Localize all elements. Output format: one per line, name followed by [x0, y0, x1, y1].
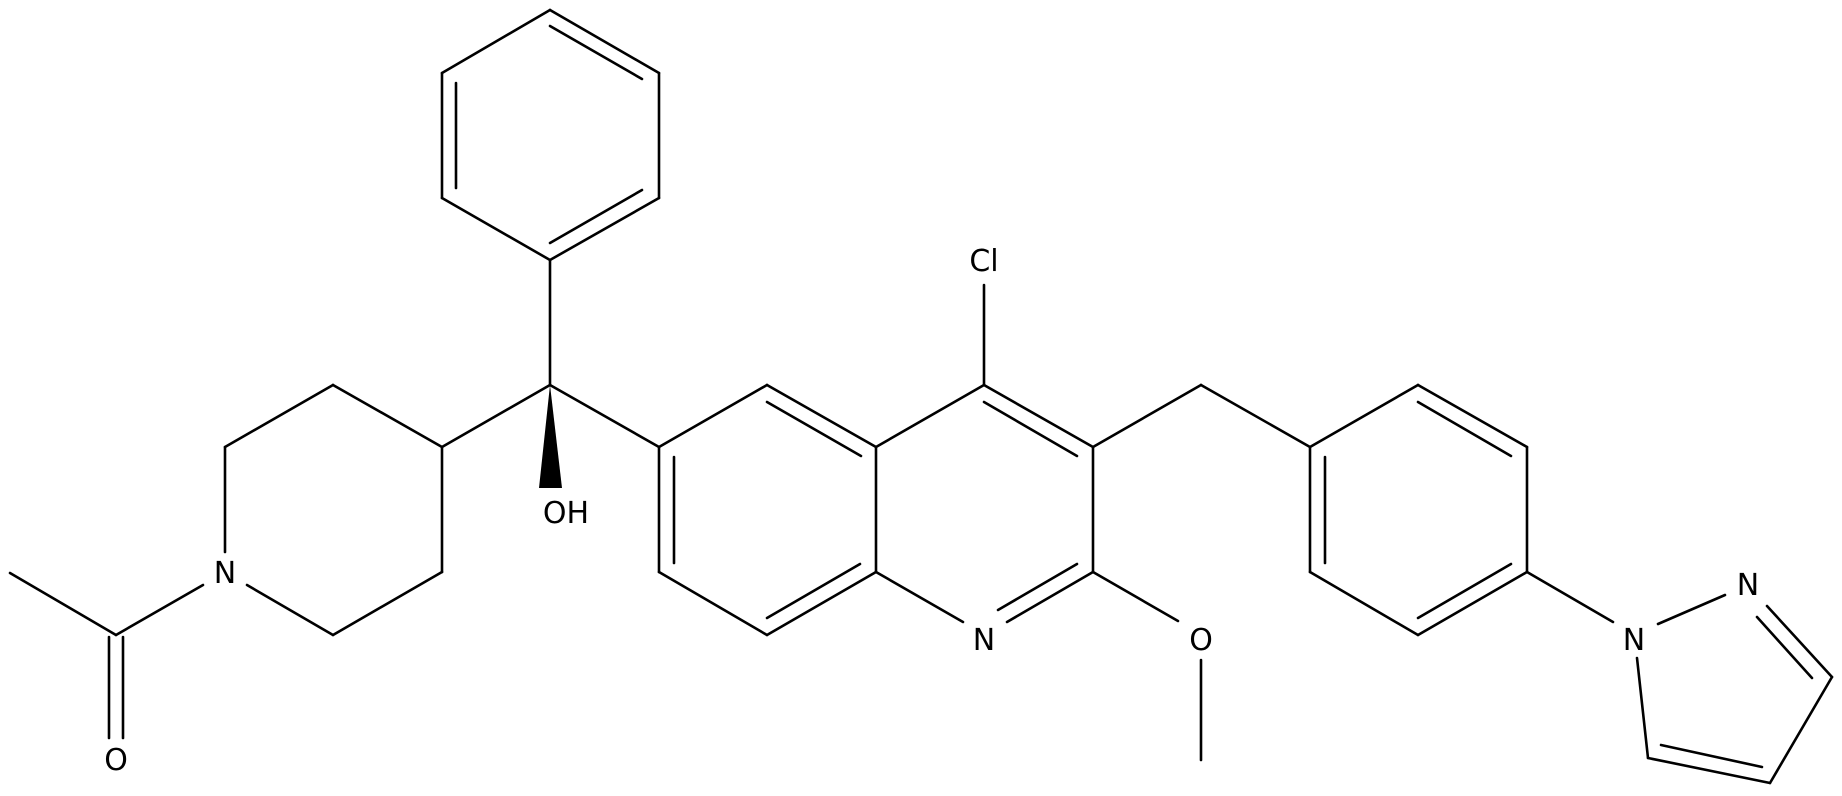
bond-pip-c6-n — [245, 583, 335, 637]
bond-ar-inner-a — [1416, 400, 1513, 458]
bond-q-c5-c4a — [765, 383, 878, 449]
bond-q-n1-c8a — [874, 570, 965, 624]
bond-pip-c3-c4 — [331, 383, 444, 449]
atom-n1-pyrazole: N — [1623, 623, 1645, 658]
bond-ph-1-2 — [440, 196, 552, 262]
bond-pz-c3-inner — [1755, 615, 1814, 680]
bond-q-inner-a — [765, 400, 863, 458]
atom-o-methoxy: O — [1189, 623, 1213, 658]
bond-q-c2-n1 — [1005, 570, 1095, 624]
bond-ph-6-1 — [548, 196, 661, 262]
bond-q-c4a-c4 — [874, 383, 986, 449]
bond-pz-n1-n2 — [1656, 593, 1727, 626]
bond-ph-inner-b — [548, 24, 644, 81]
bond-acetyl-methyl — [8, 571, 118, 637]
bond-q-inner-d — [982, 400, 1079, 458]
bond-acetyl-to-n — [114, 583, 205, 637]
bond-ar-1-2 — [1308, 383, 1420, 449]
bond-ar-4-5 — [1416, 570, 1529, 637]
wedge-bond-hydroxyl — [539, 385, 562, 488]
bond-q-c8-c7 — [657, 570, 769, 637]
bond-ar-2-3 — [1416, 383, 1529, 449]
atom-cl: Cl — [969, 244, 998, 279]
bond-pz-n2-c3 — [1765, 604, 1834, 679]
atom-o-carbonyl: O — [104, 743, 128, 778]
bond-q-c8a-c8 — [765, 570, 878, 637]
bond-q-inner-e — [996, 562, 1079, 612]
bond-ar-to-pyrazole — [1525, 570, 1615, 624]
bond-c3-ch2 — [1091, 383, 1203, 449]
bond-ph-4-5 — [548, 8, 661, 75]
bond-pz-c4-c5 — [1646, 756, 1772, 785]
bond-pz-c5-n1 — [1635, 656, 1650, 760]
bond-pip-c2-c3 — [223, 383, 335, 449]
bond-q-inner-b — [765, 562, 862, 620]
bond-ph-3-4 — [440, 8, 552, 75]
bond-pip-to-carbinol — [440, 383, 552, 449]
atom-n2-pyrazole: N — [1737, 568, 1759, 603]
atom-n-piperidine: N — [214, 556, 236, 591]
bond-ch2-aryl — [1199, 383, 1312, 449]
bond-ar-inner-b — [1416, 562, 1513, 620]
bond-pz-c3-c4 — [1768, 675, 1834, 785]
bond-c2-o — [1091, 570, 1180, 623]
bond-pz-c4c5-inner — [1659, 743, 1764, 769]
atom-o-hydroxyl: OH — [543, 496, 589, 531]
bond-q-c4-c3 — [982, 383, 1095, 449]
bond-ph-inner-c — [548, 188, 644, 245]
bond-ar-5-6 — [1308, 570, 1420, 637]
atom-n-quinoline: N — [973, 623, 995, 658]
bond-q-c6-c5 — [657, 383, 769, 449]
bond-pip-c5-c6 — [331, 570, 444, 637]
bond-carbinol-to-quinoline — [548, 383, 661, 449]
